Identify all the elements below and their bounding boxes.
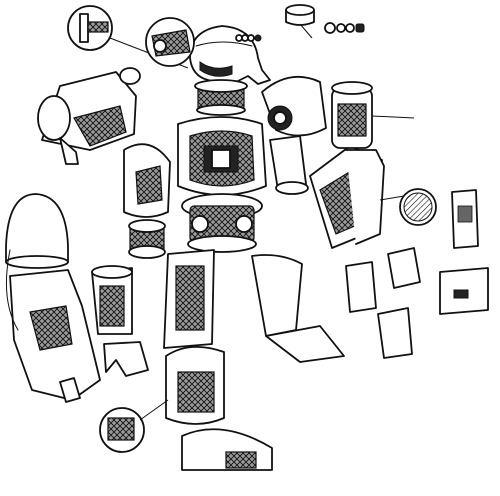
detail-callout-bolt	[67, 5, 189, 69]
detail-callout-knee	[99, 399, 169, 453]
detail-callout-mesh	[399, 188, 437, 226]
wrist-gauntlet	[91, 265, 133, 335]
detail-callout-hinge	[145, 17, 195, 67]
small-hand	[103, 341, 149, 377]
right-shoulder	[261, 75, 327, 137]
left-shoulder-pad	[123, 143, 171, 218]
left-leg	[163, 249, 273, 471]
loose-armor-parts	[345, 189, 489, 359]
side-canister	[331, 81, 415, 149]
torso-assembly	[177, 116, 267, 253]
left-weapon-arm	[37, 67, 141, 165]
right-upper-arm	[269, 135, 309, 195]
bolt-set-top	[235, 34, 262, 42]
ring-component-top-right	[285, 4, 365, 39]
left-forearm-cover	[5, 193, 69, 269]
right-forearm	[309, 145, 405, 249]
left-fist	[5, 249, 101, 403]
right-leg	[251, 254, 345, 363]
left-elbow-joint	[128, 219, 166, 259]
